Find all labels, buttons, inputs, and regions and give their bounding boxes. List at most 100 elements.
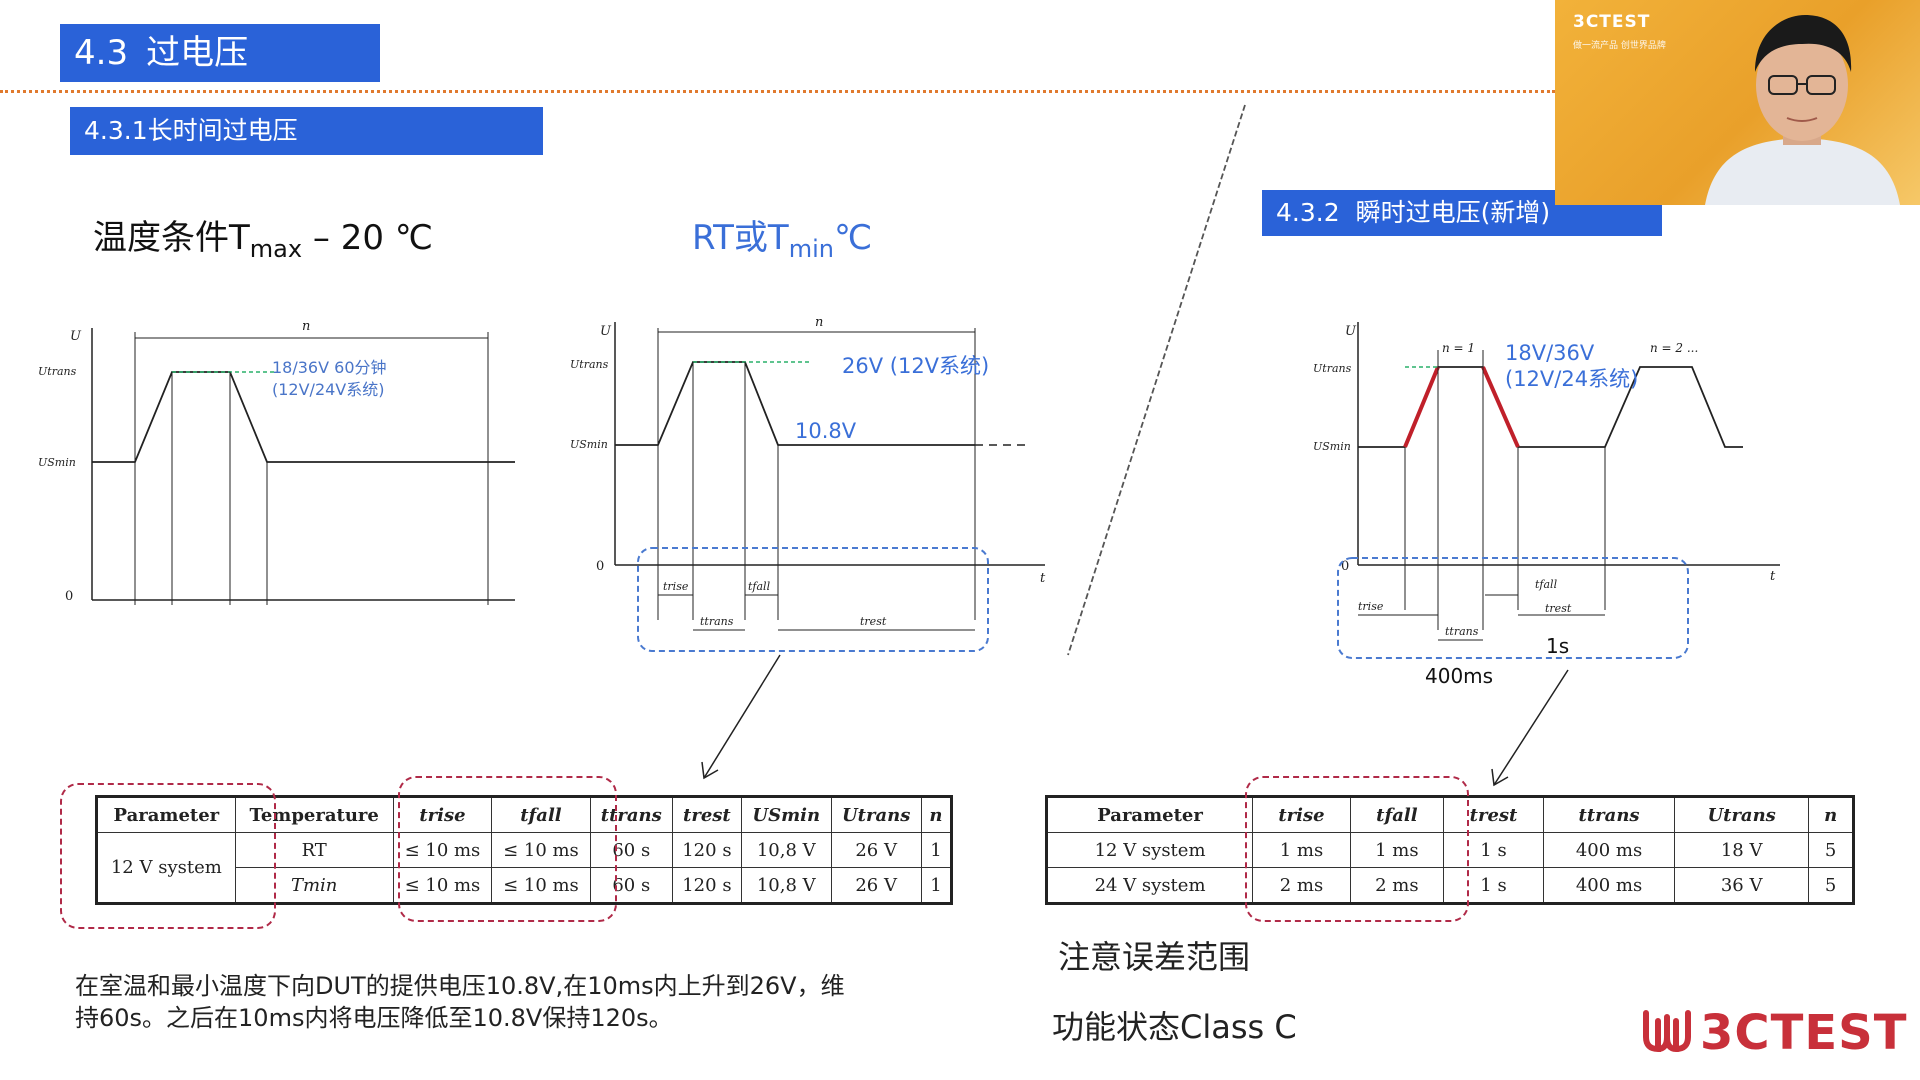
t2-cell: 400 ms — [1543, 867, 1676, 904]
t2-cell: 2 ms — [1349, 867, 1444, 904]
d3-t-trans: ttrans — [1445, 625, 1479, 638]
d2-axis-t: t — [1040, 571, 1046, 586]
condition-right: RT或Tmin℃ — [692, 210, 872, 263]
t1-cell: 60 s — [589, 867, 673, 904]
t1-h-n: n — [920, 796, 953, 833]
condition-left-prefix: 温度条件T — [93, 218, 250, 258]
d3-n1: n = 1 — [1442, 341, 1475, 355]
t1-cell: 26 V — [830, 832, 922, 868]
header-title: 过电压 — [146, 33, 249, 73]
d2-t-rise: trise — [663, 580, 689, 593]
table1-rise-fall-highlight — [398, 776, 617, 922]
d1-zero: 0 — [65, 589, 73, 604]
t1-cell: 10,8 V — [740, 867, 832, 904]
d2-u-trans: Utrans — [570, 358, 609, 371]
table-row: Tmin ≤ 10 ms ≤ 10 ms 60 s 120 s 10,8 V 2… — [97, 867, 953, 904]
subsection-number-transient: 4.3.2 — [1276, 198, 1340, 227]
d3-axis-u: U — [1345, 324, 1357, 339]
section-divider — [1067, 104, 1246, 656]
brand-logo: 3CTEST — [1640, 1005, 1907, 1065]
description-text: 在室温和最小温度下向DUT的提供电压10.8V,在10ms内上升到26V，维 持… — [75, 970, 975, 1034]
condition-left-sub: max — [249, 235, 303, 263]
d2-zero: 0 — [596, 559, 604, 574]
d3-label-line1: 18V/36V — [1505, 341, 1595, 365]
d2-t-trans: ttrans — [700, 615, 734, 628]
d2-t-fall: tfall — [748, 580, 771, 593]
d2-t-rest: trest — [860, 615, 887, 628]
parameter-table-long: Parameter Temperature trise tfall ttrans… — [95, 795, 953, 905]
header-divider — [0, 90, 1555, 93]
condition-right-suffix: ℃ — [833, 218, 873, 258]
t2-h-tfall: tfall — [1349, 796, 1444, 833]
d2-waveform — [615, 361, 975, 446]
t2-h-n: n — [1808, 796, 1854, 833]
t1-h-temperature: Temperature — [234, 796, 394, 833]
description-line2: 持60s。之后在10ms内将电压降低至10.8V保持120s。 — [75, 1004, 673, 1032]
condition-left: 温度条件Tmax – 20 ℃ — [93, 210, 433, 263]
d3-axis-t: t — [1770, 569, 1776, 584]
d3-t-rise: trise — [1358, 600, 1384, 613]
table-row: 24 V system 2 ms 2 ms 1 s 400 ms 36 V 5 — [1045, 867, 1854, 904]
t2-cell: 36 V — [1674, 867, 1810, 904]
d1-label-line1: 18/36V 60分钟 — [272, 358, 387, 377]
t2-h-ttrans: ttrans — [1543, 796, 1676, 833]
t1-cell: 120 s — [671, 867, 742, 904]
t1-h-parameter: Parameter — [96, 796, 236, 833]
t2-cell: 400 ms — [1543, 832, 1676, 868]
t1-h-usmin: USmin — [740, 796, 832, 833]
d2-axis-n: n — [815, 315, 823, 330]
subsection-title-transient: 瞬时过电压(新增) — [1355, 198, 1551, 227]
note-function-state: 功能状态Class C — [1052, 1008, 1297, 1046]
t1-h-ttrans: ttrans — [589, 796, 673, 833]
brand-mark-icon — [1640, 1007, 1694, 1065]
t1-cell: 1 — [920, 867, 953, 904]
description-line1: 在室温和最小温度下向DUT的提供电压10.8V,在10ms内上升到26V，维 — [75, 972, 845, 1000]
t2-cell: 5 — [1808, 832, 1854, 868]
note-error-range: 注意误差范围 — [1058, 938, 1251, 976]
d2-label-low: 10.8V — [795, 419, 857, 443]
t1-h-utrans: Utrans — [830, 796, 922, 833]
t1-cell: RT — [234, 832, 394, 868]
t2-cell: 18 V — [1674, 832, 1810, 868]
t2-cell: 1 ms — [1349, 832, 1444, 868]
t1-h-tfall: tfall — [491, 796, 591, 833]
t1-cell: Tmin — [234, 867, 394, 904]
t2-h-trest: trest — [1442, 796, 1545, 833]
d3-u-smin: USmin — [1313, 440, 1351, 453]
t1-h-trise: trise — [392, 796, 493, 833]
diagram-long-overvoltage: U n 0 Utrans USmin 18/36V 60分钟 (12V/24V系… — [38, 319, 515, 605]
condition-left-suffix: – 20 ℃ — [302, 218, 433, 258]
d1-u-trans: Utrans — [38, 365, 77, 378]
condition-right-prefix: RT或T — [692, 218, 789, 258]
table2-rise-fall-highlight — [1245, 776, 1469, 922]
d2-label-high: 26V (12V系统) — [842, 354, 989, 378]
t2-cell: 2 ms — [1252, 867, 1351, 904]
subsection-header-long: 4.3.1长时间过电压 — [70, 107, 543, 155]
d3-label-line2: (12V/24系统) — [1505, 367, 1638, 391]
d3-rise-highlight — [1403, 366, 1440, 448]
d3-note-1s: 1s — [1546, 634, 1569, 658]
d3-t-fall: tfall — [1535, 578, 1558, 591]
webcam-tagline: 做一流产品 创世界品牌 — [1573, 41, 1666, 51]
brand-name: 3CTEST — [1700, 1005, 1908, 1061]
t1-cell: ≤ 10 ms — [392, 832, 493, 868]
d2-axis-u: U — [600, 324, 612, 339]
table1-header-row: Parameter Temperature trise tfall ttrans… — [96, 796, 953, 833]
t2-cell: 24 V system — [1045, 867, 1254, 904]
arrow-to-table1 — [701, 654, 781, 780]
t2-cell: 12 V system — [1045, 832, 1254, 868]
t2-cell: 1 s — [1442, 832, 1545, 868]
t2-cell: 1 s — [1442, 867, 1545, 904]
table-row: 12 V system RT ≤ 10 ms ≤ 10 ms 60 s 120 … — [96, 832, 953, 904]
condition-right-sub: min — [788, 235, 834, 263]
t2-h-parameter: Parameter — [1045, 796, 1254, 833]
t1-h-trest: trest — [671, 796, 742, 833]
d3-timing-highlight — [1337, 557, 1689, 659]
d1-label-line2: (12V/24V系统) — [272, 380, 385, 399]
d3-n2: n = 2 ... — [1650, 341, 1698, 355]
t1-cell: 26 V — [830, 867, 922, 904]
table1-parameter-highlight — [60, 783, 276, 929]
t2-cell: 5 — [1808, 867, 1854, 904]
t2-h-trise: trise — [1252, 796, 1351, 833]
